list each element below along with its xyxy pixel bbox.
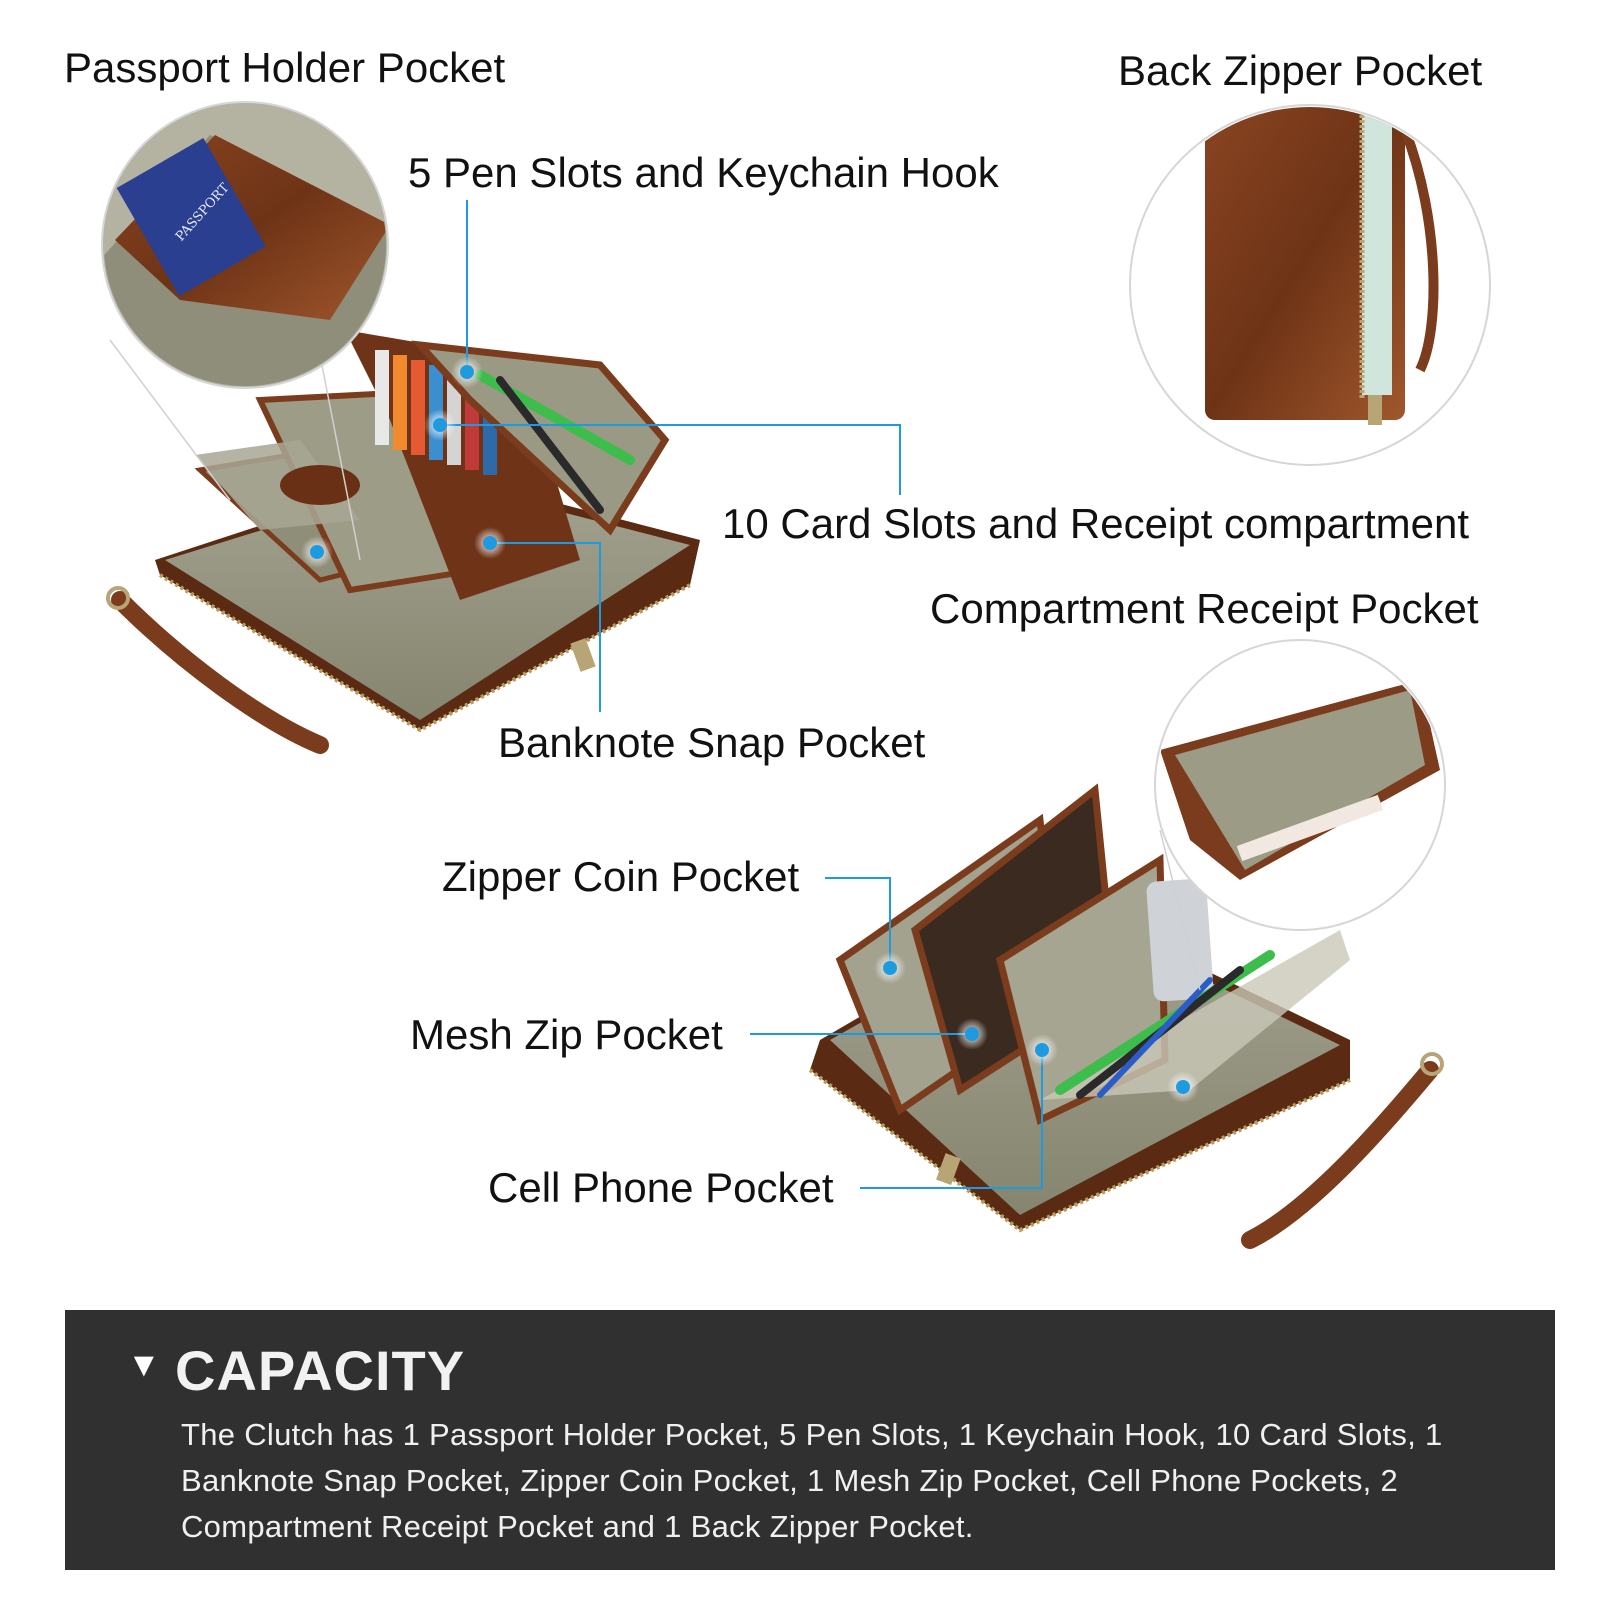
- wallet-open-top: [106, 330, 700, 754]
- callout-dot-pen: [451, 356, 483, 388]
- callout-dot-snap: [301, 536, 333, 568]
- capacity-description: The Clutch has 1 Passport Holder Pocket,…: [181, 1417, 1443, 1544]
- callout-dot-coin: [874, 952, 906, 984]
- capacity-panel: ▼ CAPACITY The Clutch has 1 Passport Hol…: [65, 1310, 1555, 1570]
- label-back-zipper: Back Zipper Pocket: [1118, 47, 1483, 94]
- label-passport-holder: Passport Holder Pocket: [64, 44, 506, 91]
- label-card-slots: 10 Card Slots and Receipt compartment: [722, 500, 1470, 547]
- triangle-down-icon: ▼: [127, 1346, 161, 1384]
- label-banknote: Banknote Snap Pocket: [498, 719, 926, 766]
- receipt-zoom-circle: [1154, 639, 1446, 991]
- callout-dot-receipt: [1167, 1071, 1199, 1103]
- back-zipper-zoom-circle: [1129, 104, 1491, 466]
- product-illustration: PASSPORT: [101, 101, 1491, 1249]
- callout-lines: [440, 200, 1043, 1189]
- passport-zoom-circle: PASSPORT: [101, 101, 389, 561]
- label-compartment-receipt: Compartment Receipt Pocket: [930, 585, 1479, 632]
- label-mesh-zip: Mesh Zip Pocket: [410, 1011, 723, 1058]
- callout-dot-banknote: [474, 527, 506, 559]
- callout-dot-mesh: [956, 1018, 988, 1050]
- label-cell-phone: Cell Phone Pocket: [488, 1164, 834, 1211]
- callout-dot-phone: [1026, 1034, 1058, 1066]
- label-zipper-coin: Zipper Coin Pocket: [442, 853, 800, 900]
- label-pen-slots: 5 Pen Slots and Keychain Hook: [408, 149, 999, 196]
- callout-dots: [301, 356, 1199, 1103]
- capacity-title: CAPACITY: [175, 1339, 466, 1402]
- callout-dot-cards: [424, 409, 456, 441]
